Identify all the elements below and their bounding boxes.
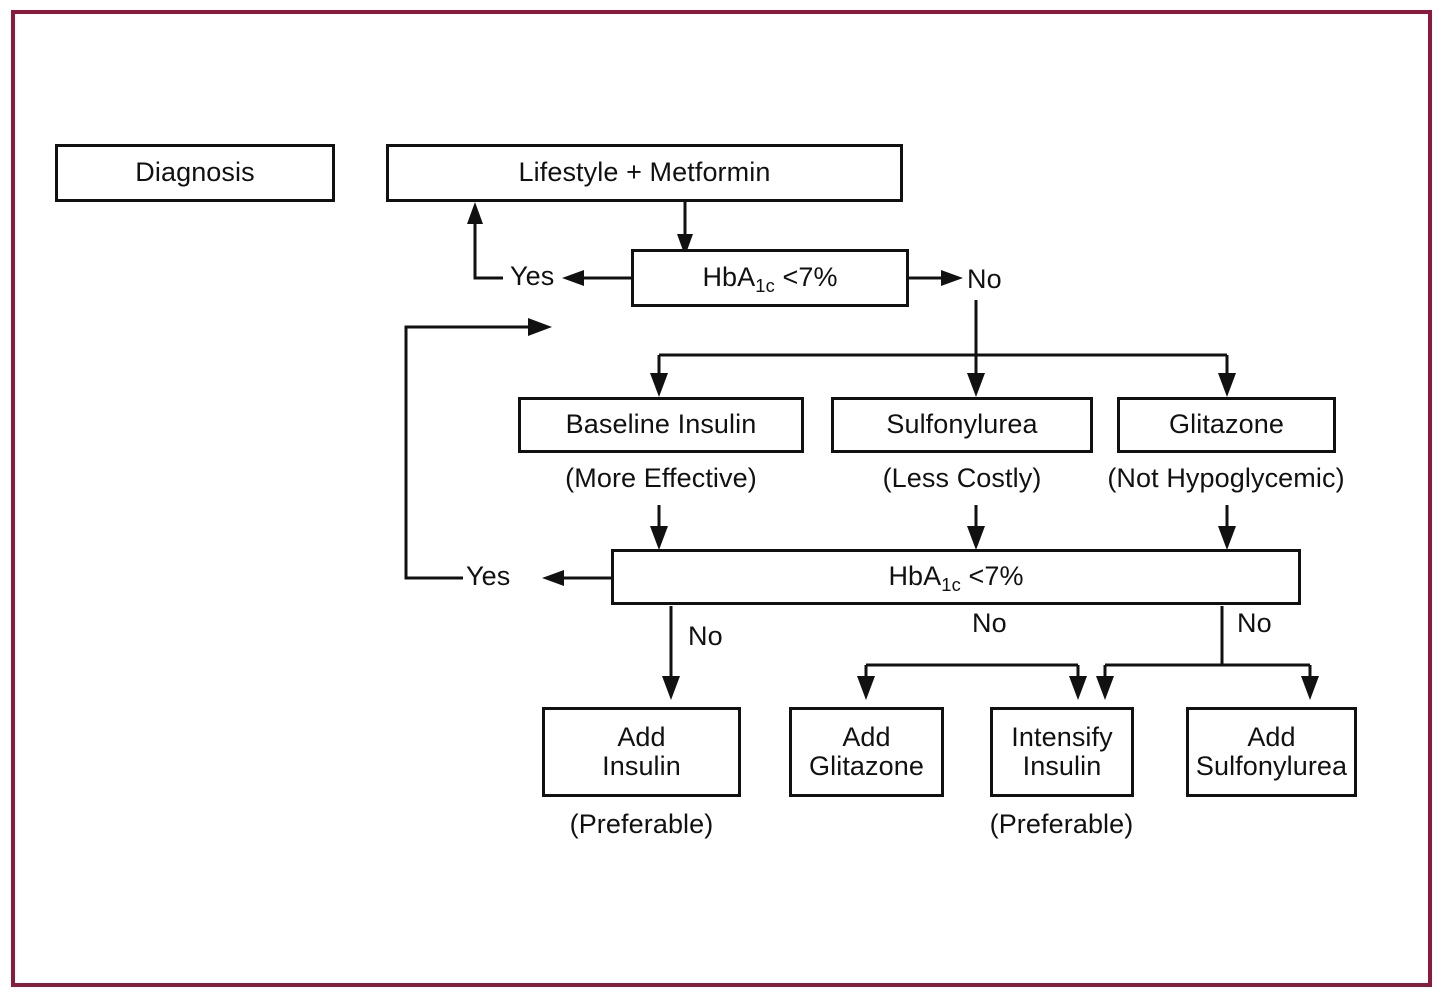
edge-no-top-bus (650, 300, 1236, 397)
edge-hba1c-second-yes-loop (404, 318, 611, 586)
edge-hba1c-first-to-no (909, 270, 963, 286)
node-diagnosis[interactable]: Diagnosis (55, 144, 335, 202)
node-add-insulin[interactable]: Add Insulin (542, 707, 741, 797)
edge-label-yes-bottom: Yes (466, 561, 511, 591)
node-hba1c-second[interactable]: HbA1c <7% (611, 549, 1301, 605)
node-intensify-insulin[interactable]: Intensify Insulin (990, 707, 1134, 797)
edge-label-no-middle: No (972, 608, 1007, 638)
edge-label-yes-top: Yes (510, 261, 555, 291)
edge-label-no-left: No (688, 621, 723, 651)
edge-hba1c-first-yes-loop (467, 202, 631, 286)
hba1c-first-text: HbA1c <7% (702, 262, 838, 296)
edge-label-no-right: No (1237, 608, 1272, 638)
caption-more-effective: (More Effective) (565, 463, 757, 493)
node-hba1c-first[interactable]: HbA1c <7% (631, 249, 909, 307)
node-sulfonylurea[interactable]: Sulfonylurea (831, 397, 1093, 453)
edge-no-right-branch (1096, 606, 1319, 700)
node-add-glitazone[interactable]: Add Glitazone (789, 707, 944, 797)
node-add-sulfonylurea[interactable]: Add Sulfonylurea (1186, 707, 1357, 797)
node-lifestyle-metformin[interactable]: Lifestyle + Metformin (386, 144, 903, 202)
caption-less-costly: (Less Costly) (882, 463, 1042, 493)
caption-preferable-left: (Preferable) (569, 809, 714, 839)
node-glitazone[interactable]: Glitazone (1117, 397, 1336, 453)
edge-label-no-top: No (967, 264, 1002, 294)
edge-no-left-to-add-insulin (662, 606, 680, 700)
caption-not-hypoglycemic: (Not Hypoglycemic) (1107, 463, 1345, 493)
node-baseline-insulin[interactable]: Baseline Insulin (518, 397, 804, 453)
caption-preferable-right: (Preferable) (989, 809, 1134, 839)
hba1c-second-text: HbA1c <7% (888, 561, 1024, 595)
edge-sulfonylurea-down (967, 505, 985, 550)
edge-lifestyle-to-hba1c-first (677, 202, 693, 256)
edge-glitazone-down (1218, 505, 1236, 550)
edge-baseline-insulin-down (650, 505, 668, 550)
edge-no-middle-branch (857, 663, 1087, 700)
